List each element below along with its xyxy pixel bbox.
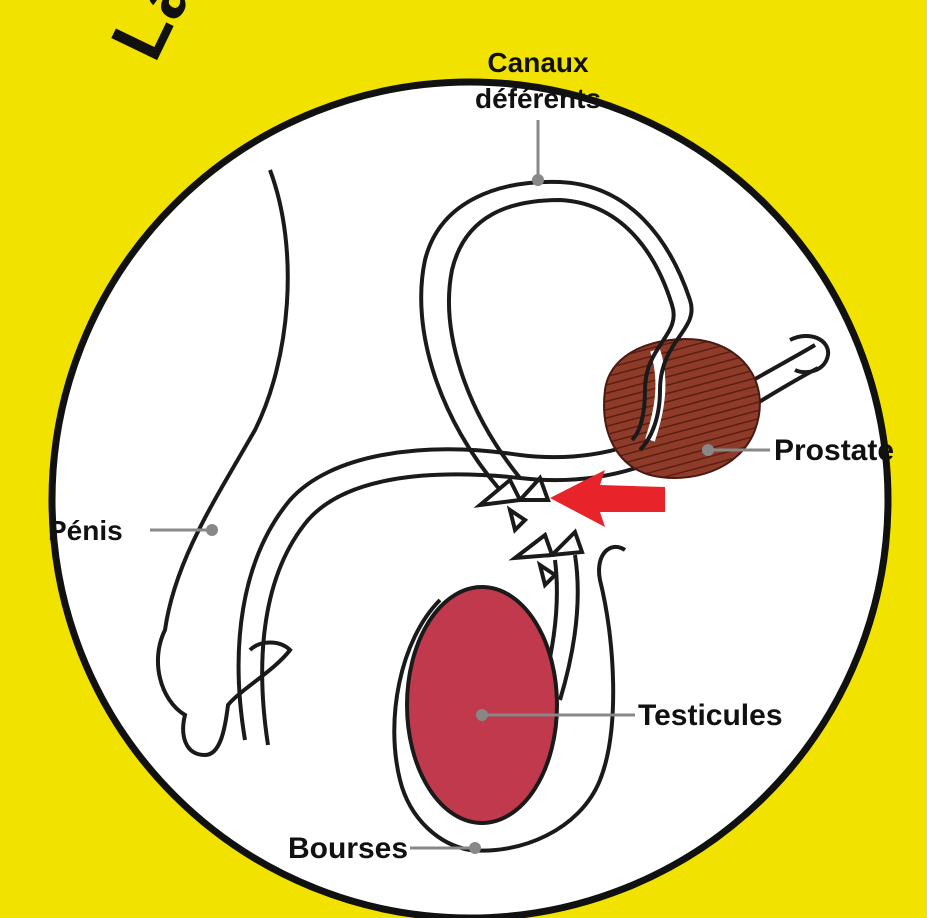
label-canaux-line2: déférents <box>475 83 601 114</box>
label-canaux-line1: Canaux <box>487 47 589 78</box>
label-testicules: Testicules <box>638 699 783 732</box>
label-bourses: Bourses <box>288 832 408 865</box>
label-prostate: Prostate <box>774 434 894 467</box>
prostate <box>604 339 760 478</box>
testicle <box>407 587 557 823</box>
title-text: La ie <box>95 0 265 72</box>
label-penis: Pénis <box>48 515 123 546</box>
title-span: La ie <box>95 0 265 72</box>
